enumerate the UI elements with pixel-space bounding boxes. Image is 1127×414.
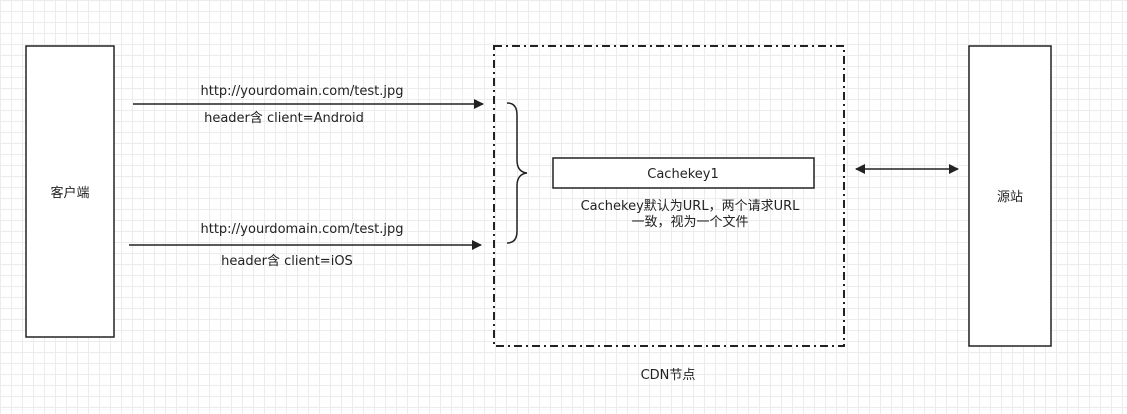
cachekey-label: Cachekey1	[647, 167, 718, 182]
cachekey-box	[552, 157, 815, 189]
request-header-label: header含 client=iOS	[221, 253, 353, 269]
request-url-label: http://yourdomain.com/test.jpg	[200, 222, 403, 237]
request-arrow-android: http://yourdomain.com/test.jpg header含 c…	[133, 84, 484, 126]
cdn-node: CDN节点	[493, 45, 845, 383]
cachekey-node: Cachekey1	[552, 157, 815, 189]
client-label: 客户端	[50, 185, 89, 201]
request-url-label: http://yourdomain.com/test.jpg	[200, 84, 403, 99]
request-header-label: header含 client=Android	[204, 110, 364, 126]
client-box	[25, 45, 115, 338]
cachekey-note-line2: 一致，视为一个文件	[631, 215, 748, 230]
curly-brace	[506, 102, 528, 244]
request-arrow-ios: http://yourdomain.com/test.jpg header含 c…	[129, 222, 482, 269]
origin-label: 源站	[997, 190, 1023, 205]
client-node: 客户端	[25, 45, 115, 338]
origin-box	[968, 45, 1052, 347]
cachekey-note-line1: Cachekey默认为URL，两个请求URL	[581, 198, 801, 214]
cdn-boundary	[493, 45, 845, 347]
cdn-label: CDN节点	[641, 368, 696, 383]
origin-node: 源站	[968, 45, 1052, 347]
